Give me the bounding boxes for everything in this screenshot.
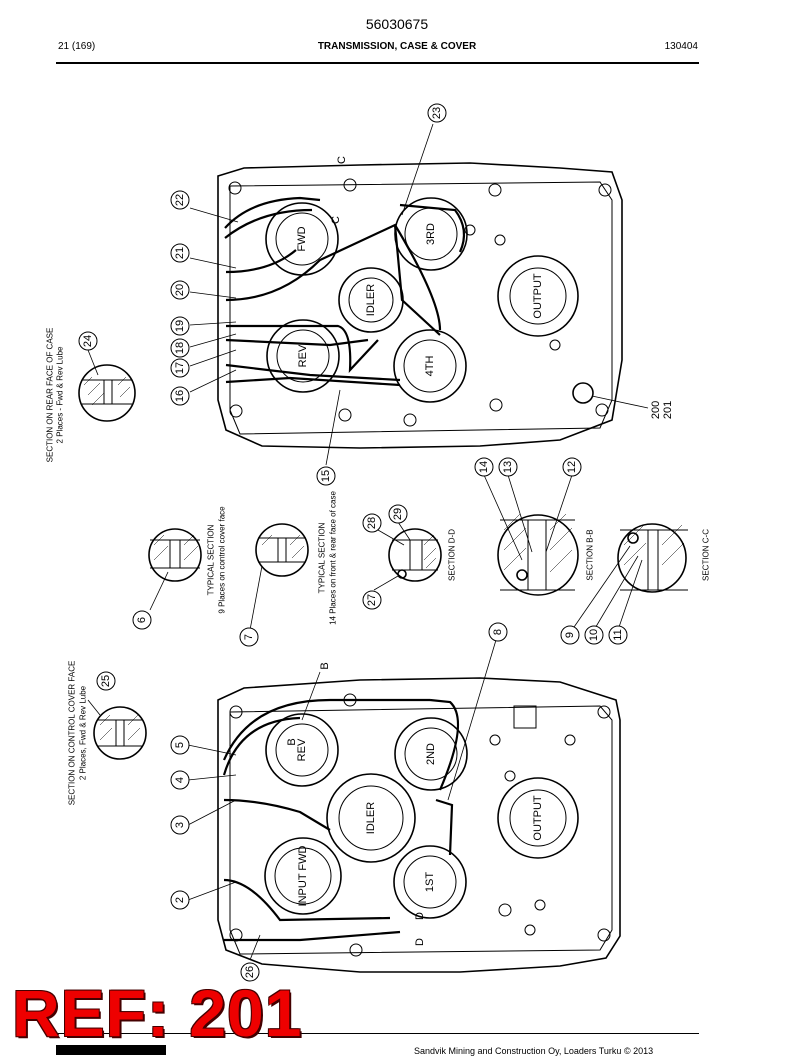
document-number: 56030675 <box>365 16 429 32</box>
gear-label-2nd: 2ND <box>425 743 437 765</box>
gear-label-4th: 4TH <box>424 356 436 377</box>
section-letter-d1: D <box>414 938 426 946</box>
section-rear-face-note: 2 Places - Fwd & Rev Lube <box>56 346 65 443</box>
callout-18: 18 <box>174 342 186 354</box>
callout-23: 23 <box>431 107 443 119</box>
callout-29: 29 <box>392 508 404 520</box>
gear-label-rev-bottom: REV <box>296 738 308 761</box>
section-control-cover-note: 2 Places, Fwd & Rev Lube <box>79 685 88 780</box>
callout-8: 8 <box>492 629 504 635</box>
callout-26: 26 <box>244 966 256 978</box>
ref-label: REF: 201 <box>12 976 303 1050</box>
callout-4: 4 <box>174 777 186 783</box>
callout-16: 16 <box>174 390 186 402</box>
callout-200: 200 <box>650 401 662 419</box>
section-letter-c1: C <box>336 156 348 164</box>
section-letter-c2: C <box>330 216 342 224</box>
typical-section-1-note: 9 Places on control cover face <box>218 506 227 614</box>
section-dd-label: SECTION D-D <box>448 529 457 581</box>
callout-7: 7 <box>243 634 255 640</box>
header-rule <box>56 62 699 64</box>
case-control-cover-outline <box>217 677 621 973</box>
section-rear-face-title: SECTION ON REAR FACE OF CASE <box>46 328 55 463</box>
bore-rev-bottom <box>265 713 339 787</box>
callout-10: 10 <box>588 629 600 641</box>
gear-label-input-fwd: INPUT FWD <box>297 845 309 906</box>
revision-date: 130404 <box>664 41 698 52</box>
bore-200 <box>572 382 594 404</box>
callout-9: 9 <box>564 632 576 638</box>
bore-4th <box>393 329 467 403</box>
callout-21: 21 <box>174 247 186 259</box>
page-title: TRANSMISSION, CASE & COVER <box>317 41 477 52</box>
detail-25 <box>93 706 147 760</box>
bore-idler-bottom <box>326 773 416 863</box>
footer-copyright: Sandvik Mining and Construction Oy, Load… <box>414 1046 654 1056</box>
callout-19: 19 <box>174 320 186 332</box>
callout-5: 5 <box>174 742 186 748</box>
typical-section-1-title: TYPICAL SECTION <box>207 524 216 595</box>
gear-label-1st: 1ST <box>424 872 436 892</box>
detail-cc <box>617 523 687 593</box>
section-letter-d2: D <box>414 912 426 920</box>
callout-25: 25 <box>100 675 112 687</box>
typical-section-2-title: TYPICAL SECTION <box>318 522 327 593</box>
gear-label-output-bottom: OUTPUT <box>532 795 544 841</box>
callout-15: 15 <box>320 470 332 482</box>
callout-22: 22 <box>174 194 186 206</box>
callout-28: 28 <box>366 517 378 529</box>
section-cc-label: SECTION C-C <box>702 529 711 581</box>
gear-label-3rd: 3RD <box>425 223 437 245</box>
detail-dd <box>388 528 442 582</box>
callout-20: 20 <box>174 284 186 296</box>
callout-2: 2 <box>174 897 186 903</box>
gear-label-rev-top: REV <box>297 344 309 367</box>
page-number: 21 (169) <box>58 41 96 52</box>
detail-6 <box>148 528 202 582</box>
section-letter-b2: B <box>286 738 298 745</box>
gear-label-fwd: FWD <box>296 226 308 251</box>
bore-1st <box>393 845 467 919</box>
callout-24: 24 <box>82 335 94 347</box>
section-control-cover-title: SECTION ON CONTROL COVER FACE <box>68 661 77 806</box>
gear-label-idler-bottom: IDLER <box>365 802 377 834</box>
detail-7 <box>255 523 309 577</box>
gear-label-output-top: OUTPUT <box>532 273 544 319</box>
callout-17: 17 <box>174 362 186 374</box>
callout-13: 13 <box>502 461 514 473</box>
callout-12: 12 <box>566 461 578 473</box>
callout-6: 6 <box>136 617 148 623</box>
detail-bb <box>497 514 579 596</box>
section-letter-b1: B <box>319 662 331 669</box>
typical-section-2-note: 14 Places on front & rear face of case <box>329 491 338 625</box>
bore-input-fwd <box>264 837 342 915</box>
bore-2nd <box>394 717 468 791</box>
gear-label-idler-top: IDLER <box>365 284 377 316</box>
callout-14: 14 <box>478 461 490 473</box>
callout-3: 3 <box>174 822 186 828</box>
detail-24 <box>78 364 136 422</box>
bore-output-top <box>497 255 579 337</box>
section-bb-label: SECTION B-B <box>586 529 595 580</box>
footer-rule <box>56 1033 699 1034</box>
section-hatching <box>83 376 685 741</box>
callout-27: 27 <box>366 594 378 606</box>
bore-output-bottom <box>497 777 579 859</box>
sandvik-logo <box>56 1045 166 1055</box>
callout-11: 11 <box>612 629 624 640</box>
callout-201: 201 <box>662 401 674 419</box>
bore-rev-top <box>266 319 340 393</box>
